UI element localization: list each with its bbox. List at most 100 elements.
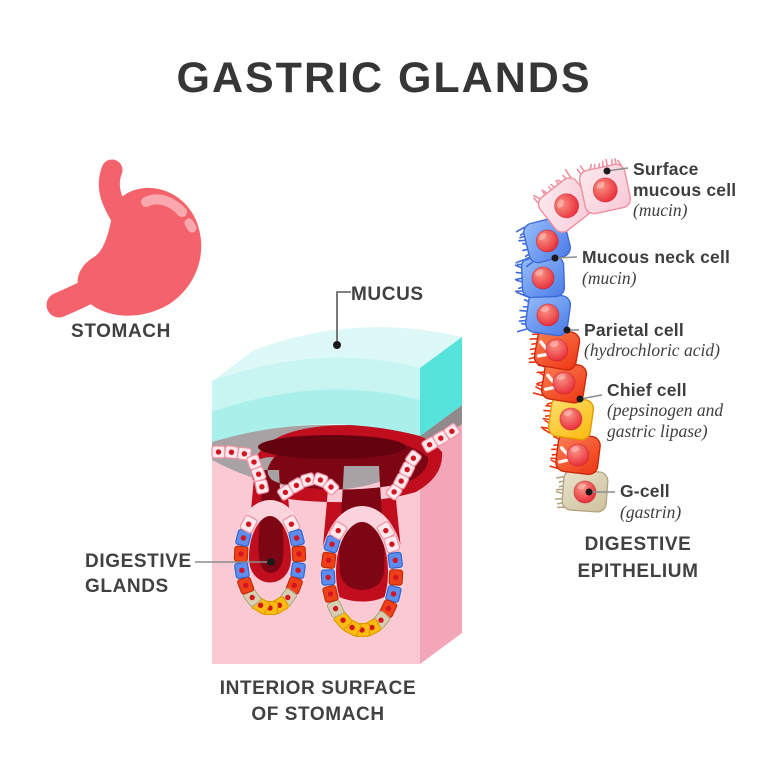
epithelium-cell-parietal xyxy=(532,360,588,404)
lining-cell-nucleus xyxy=(349,624,355,631)
svg-text:Parietal cell: Parietal cell xyxy=(584,320,684,340)
label-mucous-neck-cell: Mucous neck cell (mucin) xyxy=(551,247,730,288)
mucus-label: MUCUS xyxy=(333,284,424,349)
cilia-stroke xyxy=(556,506,565,509)
digestive-glands-label-line1: DIGESTIVE xyxy=(85,551,192,572)
lining-cell-pink xyxy=(254,479,270,495)
mucus-leader-dot xyxy=(333,341,341,349)
cell-nucleus xyxy=(531,266,555,290)
lining-cell-nucleus xyxy=(335,527,341,534)
digestive-glands-label: DIGESTIVE GLANDS xyxy=(85,551,275,597)
cilia-stroke xyxy=(528,361,537,363)
cell-nucleus xyxy=(559,407,583,431)
cilia-stroke xyxy=(516,328,528,333)
lining-cell-red xyxy=(237,576,255,595)
lining-cell-nucleus xyxy=(326,557,332,563)
lining-cell-nucleus xyxy=(215,449,222,455)
nucleus-highlight xyxy=(596,181,605,189)
lining-cell-nucleus xyxy=(410,455,417,461)
lining-cell-nucleus xyxy=(238,551,244,557)
stomach-illustration: STOMACH xyxy=(46,159,202,342)
cilia-stroke xyxy=(576,168,582,175)
svg-text:(hydrochloric acid): (hydrochloric acid) xyxy=(584,340,720,360)
lining-cell-nucleus xyxy=(241,451,248,457)
digestive-epithelium-caption-line2: EPITHELIUM xyxy=(577,561,698,582)
cell-nucleus xyxy=(554,193,580,219)
lining-cell-nucleus xyxy=(255,471,262,477)
mucus-top-face xyxy=(212,327,462,381)
lining-cell-blue xyxy=(290,561,306,579)
lining-cell-nucleus xyxy=(295,567,301,573)
lining-cell-nucleus xyxy=(398,478,404,484)
lining-cell-nucleus xyxy=(383,527,389,534)
digestive-epithelium: Surface mucous cell (mucin) Mucous neck … xyxy=(514,158,736,582)
lining-cell-nucleus xyxy=(249,594,255,601)
cell-nucleus xyxy=(566,443,590,467)
surface-mucous-leader-dot xyxy=(603,167,611,175)
lining-cell-nucleus xyxy=(390,591,397,597)
stomach-gloss-highlight xyxy=(141,194,187,217)
mucus-side-face xyxy=(420,337,462,436)
lining-cell-nucleus xyxy=(291,582,297,589)
lining-cell-nucleus xyxy=(257,602,264,608)
lining-cell-pink xyxy=(322,478,340,496)
lining-cell-nucleus xyxy=(393,574,399,581)
stomach-body-shape xyxy=(77,187,202,316)
digestive-epithelium-caption: DIGESTIVE EPITHELIUM xyxy=(577,534,698,582)
gland-lining-cells xyxy=(233,514,404,638)
tissue-side-face xyxy=(420,421,462,664)
lining-cell-nucleus xyxy=(327,591,334,597)
lining-cell-nucleus xyxy=(317,477,324,483)
lining-cell-nucleus xyxy=(426,442,433,448)
lining-cell-pink xyxy=(443,423,461,440)
epithelium-cell-surface-mucous xyxy=(576,158,632,215)
stomach-gloss-dot xyxy=(184,218,197,233)
lining-cell-pink xyxy=(383,535,401,554)
nucleus-highlight xyxy=(540,306,550,313)
lining-cell-blue xyxy=(234,561,250,579)
mucus-label-text: MUCUS xyxy=(351,284,424,305)
cilia-stroke xyxy=(515,226,526,233)
stomach-label: STOMACH xyxy=(71,321,171,342)
svg-text:(gastrin): (gastrin) xyxy=(620,502,681,522)
lining-cell-nucleus xyxy=(293,535,300,541)
lining-cell-nucleus xyxy=(282,489,289,496)
g-cell-leader-dot xyxy=(585,488,593,496)
lining-cell-nucleus xyxy=(245,521,252,527)
lining-cell-pink xyxy=(277,484,294,501)
lining-cell-pink xyxy=(405,449,422,467)
lining-cell-nucleus xyxy=(251,459,257,465)
lining-cell-pink xyxy=(211,445,226,459)
surface-epithelium-cells xyxy=(211,423,461,501)
nucleus-highlight xyxy=(538,232,547,241)
lining-cell-red xyxy=(291,545,307,563)
nucleus-highlight xyxy=(549,341,559,347)
lining-cell-pink xyxy=(300,472,316,488)
lining-cell-pink xyxy=(288,477,305,494)
lining-cell-nucleus xyxy=(332,605,339,612)
lining-cell-nucleus xyxy=(259,484,265,490)
cilia-stroke xyxy=(542,427,551,434)
mucus-front-highlight xyxy=(212,357,420,412)
svg-text:(mucin): (mucin) xyxy=(582,268,637,288)
nucleus-highlight xyxy=(577,483,587,490)
chief-leader-line xyxy=(579,394,603,400)
lining-cell-nucleus xyxy=(242,582,249,589)
mucus-leader-line xyxy=(336,291,351,345)
svg-text:mucous cell: mucous cell xyxy=(633,180,736,200)
interior-surface-caption: INTERIOR SURFACE OF STOMACH xyxy=(220,678,416,725)
mucous-neck-leader-line xyxy=(554,256,578,259)
epithelium-cell-chief xyxy=(540,393,595,441)
mucous-neck-leader-dot xyxy=(551,254,559,262)
lining-cell-nucleus xyxy=(285,594,291,601)
lining-cell-blue xyxy=(387,551,403,569)
lining-cell-pink xyxy=(329,521,348,541)
lining-cell-beige xyxy=(326,599,345,618)
cilia-stroke xyxy=(532,392,544,397)
lining-cell-red xyxy=(388,569,404,586)
label-chief-cell: Chief cell (pepsinogen and gastric lipas… xyxy=(576,380,723,441)
digestive-epithelium-caption-line1: DIGESTIVE xyxy=(585,534,692,555)
cilia-stroke xyxy=(564,168,572,179)
lining-cell-nucleus xyxy=(239,567,245,573)
